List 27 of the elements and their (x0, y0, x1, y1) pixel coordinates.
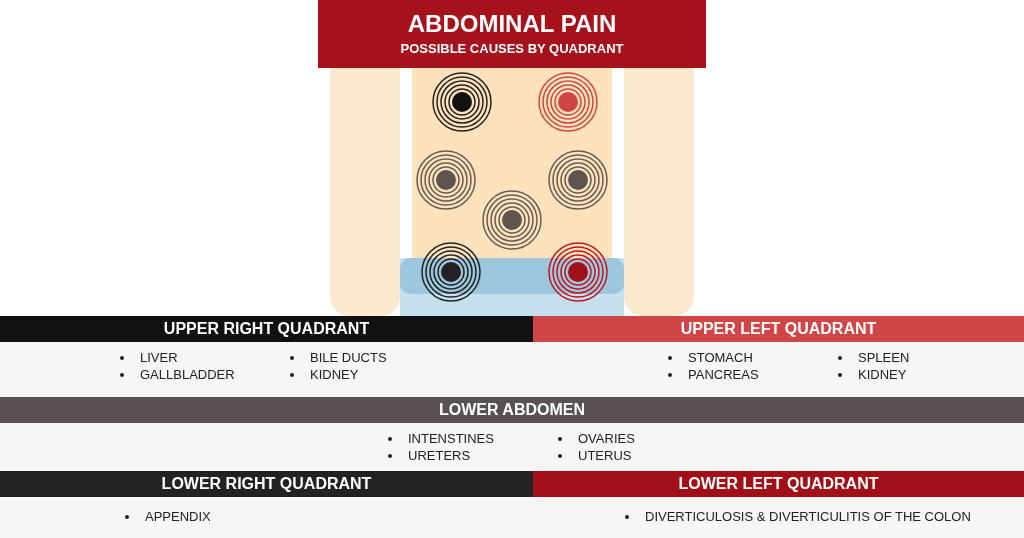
list-item: KIDNEY (858, 366, 907, 383)
list-item: SPLEEN (858, 349, 910, 366)
heading: ABDOMINAL PAIN (407, 9, 617, 40)
list-item: LIVER (140, 349, 178, 366)
section-header (533, 316, 1024, 342)
section-header (533, 471, 1024, 497)
list-item: PANCREAS (688, 366, 759, 383)
list-item: INTENSTINES (408, 430, 494, 447)
heading: LOWER RIGHT QUADRANT (161, 474, 372, 494)
list-item: UTERUS (578, 447, 632, 464)
heading: UPPER LEFT QUADRANT (680, 319, 877, 339)
heading: UPPER RIGHT QUADRANT (163, 319, 370, 339)
heading: LOWER LEFT QUADRANT (678, 474, 879, 494)
list-item: BILE DUCTS (310, 349, 387, 366)
list-item: OVARIES (578, 430, 635, 447)
list-item: DIVERTICULOSIS & DIVERTICULITIS OF THE COLON (645, 508, 971, 525)
heading: LOWER ABDOMEN (438, 400, 586, 420)
list-item: KIDNEY (310, 366, 359, 383)
section-header (0, 471, 533, 497)
list-item: URETERS (408, 447, 471, 464)
list-item: STOMACH (688, 349, 753, 366)
list-item: APPENDIX (145, 508, 211, 525)
subheading: POSSIBLE CAUSES BY QUADRANT (400, 40, 624, 59)
title-banner (318, 0, 706, 68)
section-header (0, 316, 533, 342)
section-header (0, 397, 1024, 423)
list-item: GALLBLADDER (140, 366, 235, 383)
